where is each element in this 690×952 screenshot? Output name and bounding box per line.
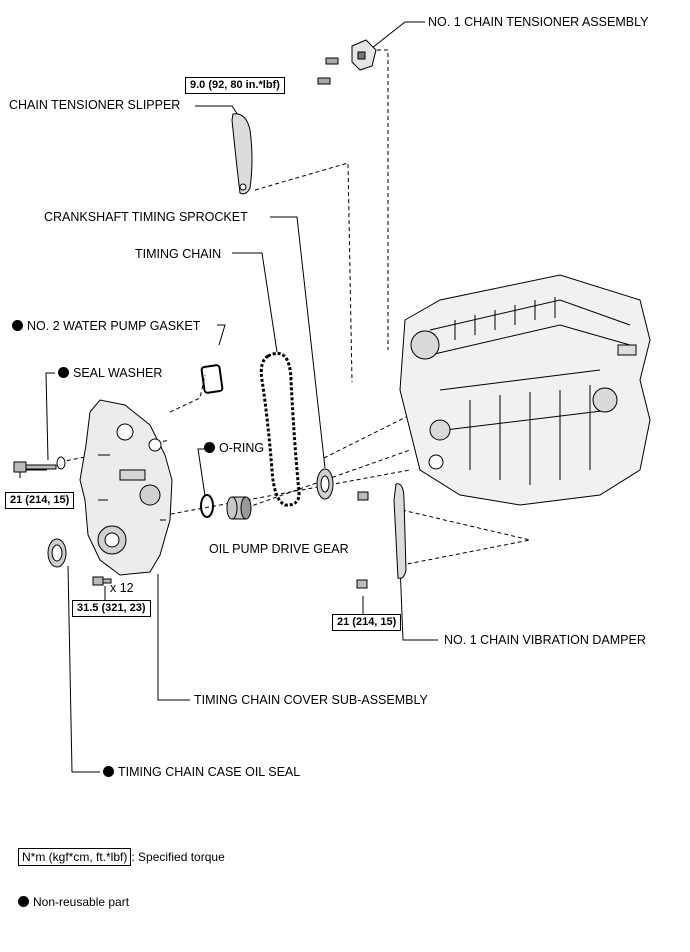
label-timing-chain: TIMING CHAIN [135,247,222,261]
o-ring [200,494,214,518]
non-reusable-dot-icon [58,367,69,378]
chain-vibration-damper [393,483,407,579]
torque-cover-bolt: 31.5 (321, 23) [72,600,151,617]
torque-seal-washer-bolt: 21 (214, 15) [5,492,75,509]
label-oil-pump-drive-gear: OIL PUMP DRIVE GEAR [209,542,349,556]
cover-bolt [92,576,112,586]
chain-tensioner-assembly [317,39,377,85]
timing-chain-case-oil-seal [47,538,67,568]
non-reusable-dot-icon [12,320,23,331]
water-pump-gasket [200,364,224,394]
legend-non-reusable: Non-reusable part [18,895,129,909]
damper-bolts [356,491,369,589]
timing-chain [259,351,301,507]
label-bolt-count: x 12 [110,581,134,595]
label-water-pump-gasket: NO. 2 WATER PUMP GASKET [12,319,200,333]
legend-torque-text: : Specified torque [131,850,225,864]
chain-tensioner-slipper [231,113,253,195]
torque-damper-bolt: 21 (214, 15) [332,614,402,631]
legend-torque: N*m (kgf*cm, ft.*lbf): Specified torque [18,848,225,866]
legend-torque-box: N*m (kgf*cm, ft.*lbf) [18,848,132,866]
label-oil-seal: TIMING CHAIN CASE OIL SEAL [103,765,300,779]
seal-washer [56,456,66,470]
oil-pump-drive-gear [226,496,252,520]
label-o-ring: O-RING [204,441,264,455]
label-seal-washer: SEAL WASHER [58,366,162,380]
label-timing-chain-cover: TIMING CHAIN COVER SUB-ASSEMBLY [194,693,428,707]
engine-block [399,274,651,506]
gasket-text: NO. 2 WATER PUMP GASKET [27,319,201,333]
o-ring-text: O-RING [219,441,265,455]
torque-tensioner-bolt: 9.0 (92, 80 in.*lbf) [185,77,285,94]
leader-lines [19,21,438,773]
timing-chain-cover [79,399,173,576]
seal-washer-text: SEAL WASHER [73,366,163,380]
legend-non-reusable-text: Non-reusable part [33,895,130,909]
label-chain-vibration-damper: NO. 1 CHAIN VIBRATION DAMPER [444,633,646,647]
seal-washer-bolt [13,461,57,473]
crankshaft-sprocket [316,468,334,500]
non-reusable-dot-icon [204,442,215,453]
label-chain-tensioner-slipper: CHAIN TENSIONER SLIPPER [9,98,181,112]
label-chain-tensioner-assembly: NO. 1 CHAIN TENSIONER ASSEMBLY [428,15,649,29]
non-reusable-dot-icon [18,896,29,907]
label-crankshaft-timing-sprocket: CRANKSHAFT TIMING SPROCKET [44,210,248,224]
non-reusable-dot-icon [103,766,114,777]
oil-seal-text: TIMING CHAIN CASE OIL SEAL [118,765,301,779]
